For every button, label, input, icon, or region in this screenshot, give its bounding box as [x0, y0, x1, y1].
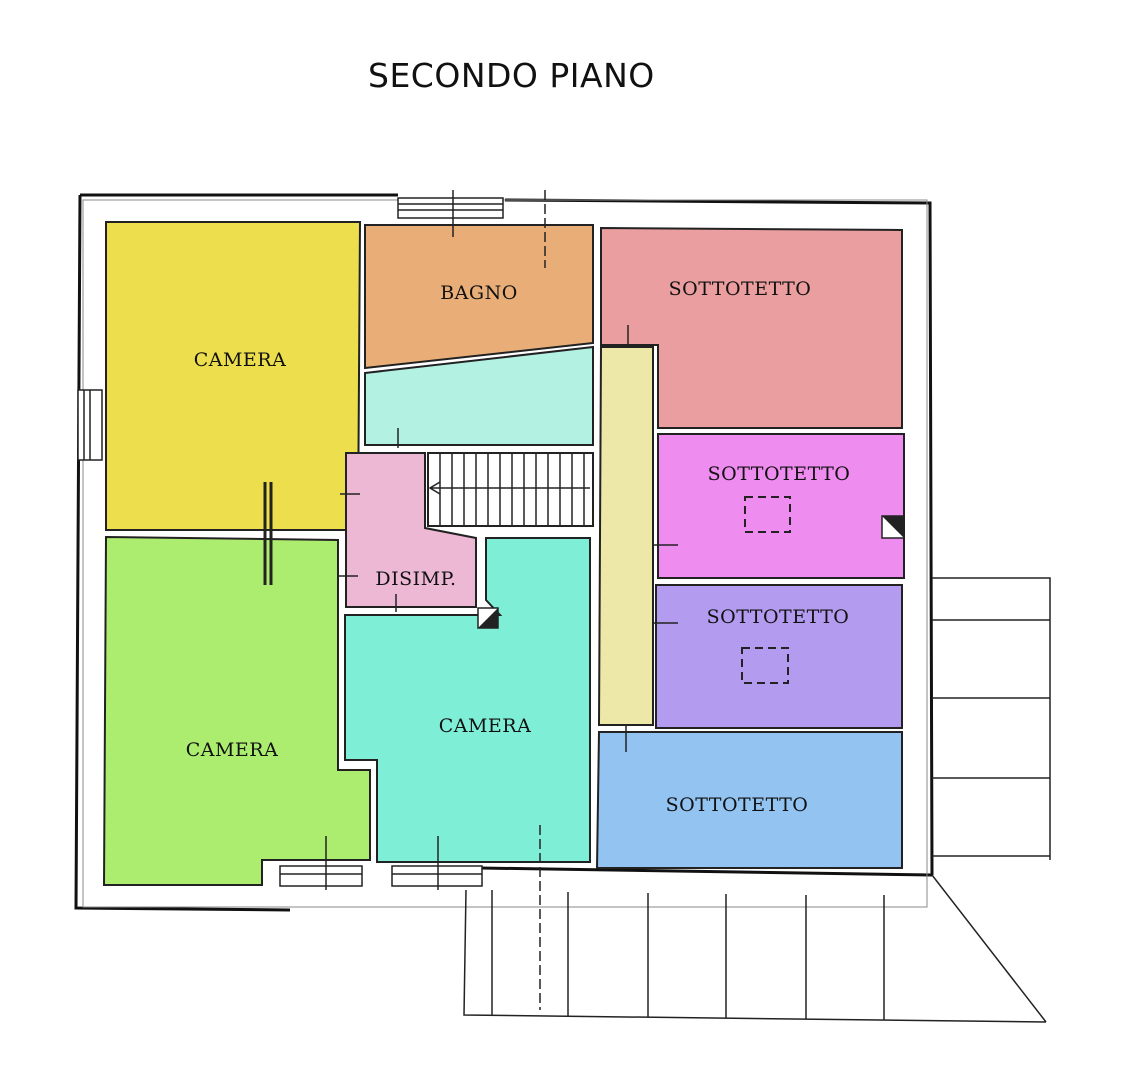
- room-disimpegno: [345, 452, 477, 608]
- window-top: [397, 197, 504, 219]
- room-sottotetto-3: [655, 584, 903, 729]
- window-left: [77, 389, 103, 461]
- label-camera-center: CAMERA: [439, 715, 532, 737]
- roof-structure: [463, 577, 1051, 1023]
- label-sottotetto-3: SOTTOTETTO: [707, 606, 850, 628]
- label-disimpegno: DISIMP.: [375, 568, 456, 590]
- label-sottotetto-1: SOTTOTETTO: [669, 278, 812, 300]
- hatch-2: [741, 647, 789, 684]
- label-sottotetto-2: SOTTOTETTO: [708, 463, 851, 485]
- window-bottom-left: [279, 865, 363, 887]
- label-bagno: BAGNO: [440, 282, 518, 304]
- room-corridor-vertical: [597, 346, 654, 726]
- room-sottotetto-1: [600, 226, 903, 429]
- room-bagno: [364, 224, 594, 370]
- room-sottotetto-4: [595, 731, 903, 869]
- room-corridor: [364, 345, 594, 446]
- partition-ticks: [263, 190, 678, 1010]
- label-sottotetto-4: SOTTOTETTO: [666, 794, 809, 816]
- room-camera-bottom-left: [102, 535, 371, 886]
- label-camera-bottom-left: CAMERA: [186, 739, 279, 761]
- room-sottotetto-2: [657, 433, 905, 579]
- room-camera-top-left: [105, 221, 362, 531]
- window-bottom-center: [391, 865, 483, 887]
- label-camera-top-left: CAMERA: [194, 349, 287, 371]
- flue-disimp: [477, 607, 499, 629]
- plan-title: SECONDO PIANO: [368, 56, 655, 95]
- flue-sottotetto: [881, 515, 905, 539]
- staircase: [427, 452, 594, 527]
